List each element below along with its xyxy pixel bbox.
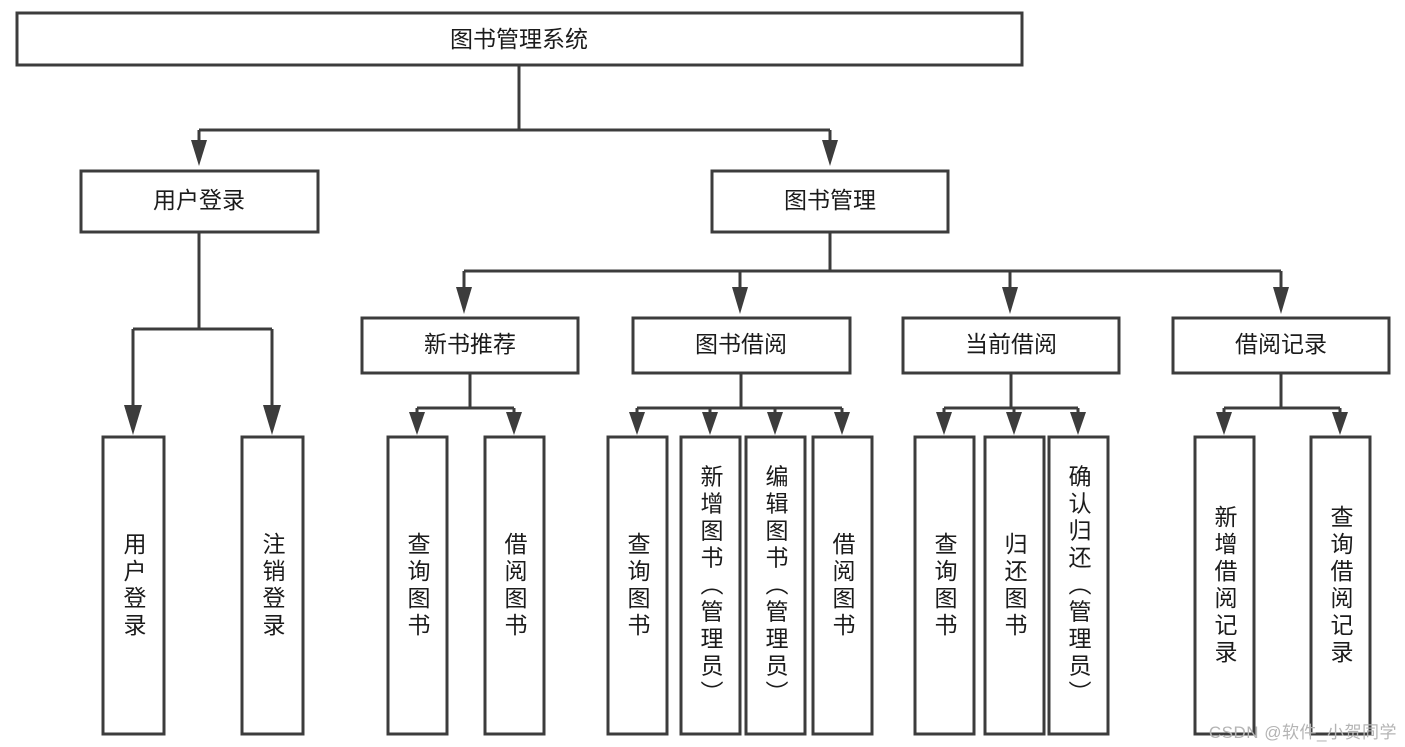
node-leaf-borrow-book-2-box[interactable] bbox=[811, 435, 874, 736]
node-new-book-rec-label: 新书推荐 bbox=[424, 331, 516, 357]
node-borrow-record[interactable]: 借阅记录 bbox=[1171, 316, 1391, 375]
node-root-label: 图书管理系统 bbox=[450, 26, 588, 52]
node-borrow-record-box[interactable] bbox=[1171, 316, 1391, 375]
arrow-to-leaf-add-book-admin bbox=[702, 412, 718, 435]
arrow-to-leaf-logout bbox=[263, 405, 281, 435]
node-book-manage-label: 图书管理 bbox=[784, 187, 876, 213]
node-leaf-query-book-1-label: 查询图书 bbox=[404, 532, 431, 640]
node-leaf-borrow-book-1[interactable]: 借阅图书 bbox=[483, 435, 546, 736]
node-leaf-add-borrow-record[interactable]: 新增借阅记录 bbox=[1193, 435, 1256, 736]
node-leaf-add-book-admin[interactable]: 新增图书（管理员） bbox=[679, 435, 742, 736]
arrow-to-leaf-query-book-1 bbox=[409, 412, 425, 435]
node-leaf-query-book-2[interactable]: 查询图书 bbox=[606, 435, 669, 736]
node-book-borrow-box[interactable] bbox=[631, 316, 852, 375]
node-current-borrow-label: 当前借阅 bbox=[965, 331, 1057, 357]
node-leaf-add-borrow-record-box[interactable] bbox=[1193, 435, 1256, 736]
node-leaf-user-login-label: 用户登录 bbox=[120, 532, 147, 640]
node-leaf-query-book-2-label: 查询图书 bbox=[624, 532, 651, 640]
node-leaf-borrow-book-2[interactable]: 借阅图书 bbox=[811, 435, 874, 736]
arrow-to-leaf-add-borrow-record bbox=[1216, 412, 1232, 435]
arrow-to-leaf-borrow-book-1 bbox=[506, 412, 522, 435]
node-book-manage[interactable]: 图书管理 bbox=[710, 169, 950, 234]
node-user-login-box[interactable] bbox=[79, 169, 320, 234]
node-book-borrow-label: 图书借阅 bbox=[695, 331, 787, 357]
node-leaf-user-login-box[interactable] bbox=[101, 435, 166, 736]
arrow-to-leaf-confirm-return-admin bbox=[1070, 412, 1086, 435]
node-current-borrow[interactable]: 当前借阅 bbox=[901, 316, 1121, 375]
node-leaf-return-book-box[interactable] bbox=[983, 435, 1046, 736]
node-leaf-add-book-admin-box[interactable] bbox=[679, 435, 742, 736]
node-leaf-borrow-book-1-label: 借阅图书 bbox=[501, 532, 528, 640]
node-leaf-add-borrow-record-label: 新增借阅记录 bbox=[1211, 505, 1238, 667]
arrow-to-leaf-query-book-3 bbox=[936, 412, 952, 435]
arrow-to-leaf-borrow-book-2 bbox=[834, 412, 850, 435]
node-leaf-return-book[interactable]: 归还图书 bbox=[983, 435, 1046, 736]
node-leaf-logout-label: 注销登录 bbox=[259, 532, 286, 640]
node-new-book-rec-box[interactable] bbox=[360, 316, 580, 375]
node-leaf-return-book-label: 归还图书 bbox=[1001, 532, 1028, 640]
arrow-to-userlogin bbox=[191, 140, 207, 166]
node-root-box[interactable] bbox=[15, 11, 1024, 67]
node-root[interactable]: 图书管理系统 bbox=[15, 11, 1024, 67]
node-leaf-edit-book-admin-label: 编辑图书（管理员） bbox=[762, 465, 789, 708]
arrow-to-leaf-user-login bbox=[124, 405, 142, 435]
node-leaf-confirm-return-admin[interactable]: 确认归还（管理员） bbox=[1047, 435, 1110, 736]
node-leaf-borrow-book-1-box[interactable] bbox=[483, 435, 546, 736]
node-leaf-logout-box[interactable] bbox=[240, 435, 305, 736]
node-leaf-query-borrow-record[interactable]: 查询借阅记录 bbox=[1309, 435, 1372, 736]
node-leaf-query-book-3-label: 查询图书 bbox=[931, 532, 958, 640]
node-leaf-query-borrow-record-box[interactable] bbox=[1309, 435, 1372, 736]
arrow-to-leaf-return-book bbox=[1006, 412, 1022, 435]
node-book-manage-box[interactable] bbox=[710, 169, 950, 234]
connector-layer bbox=[124, 65, 1348, 435]
node-leaf-query-book-1[interactable]: 查询图书 bbox=[386, 435, 449, 736]
arrow-to-leaf-edit-book-admin bbox=[767, 412, 783, 435]
node-user-login-label: 用户登录 bbox=[153, 187, 245, 213]
node-leaf-query-book-2-box[interactable] bbox=[606, 435, 669, 736]
node-leaf-logout[interactable]: 注销登录 bbox=[240, 435, 305, 736]
node-leaf-edit-book-admin-box[interactable] bbox=[744, 435, 807, 736]
csdn-watermark: CSDN @软件_小贺同学 bbox=[1208, 723, 1397, 742]
arrow-to-bookmanage bbox=[822, 140, 838, 166]
node-user-login[interactable]: 用户登录 bbox=[79, 169, 320, 234]
node-leaf-query-book-3[interactable]: 查询图书 bbox=[913, 435, 976, 736]
node-leaf-query-book-3-box[interactable] bbox=[913, 435, 976, 736]
node-leaf-edit-book-admin[interactable]: 编辑图书（管理员） bbox=[744, 435, 807, 736]
arrow-to-borrow-record bbox=[1273, 287, 1289, 314]
node-borrow-record-label: 借阅记录 bbox=[1235, 331, 1327, 357]
arrow-to-leaf-query-book-2 bbox=[629, 412, 645, 435]
arrow-to-current-borrow bbox=[1002, 287, 1018, 314]
node-leaf-query-book-1-box[interactable] bbox=[386, 435, 449, 736]
node-current-borrow-box[interactable] bbox=[901, 316, 1121, 375]
arrow-to-book-borrow bbox=[732, 287, 748, 314]
node-leaf-add-book-admin-label: 新增图书（管理员） bbox=[697, 465, 724, 708]
arrow-to-new-book-rec bbox=[456, 287, 472, 314]
node-leaf-query-borrow-record-label: 查询借阅记录 bbox=[1327, 505, 1354, 667]
node-leaf-user-login[interactable]: 用户登录 bbox=[101, 435, 166, 736]
node-leaf-borrow-book-2-label: 借阅图书 bbox=[829, 532, 856, 640]
node-leaf-confirm-return-admin-box[interactable] bbox=[1047, 435, 1110, 736]
arrow-to-leaf-query-borrow-record bbox=[1332, 412, 1348, 435]
node-book-borrow[interactable]: 图书借阅 bbox=[631, 316, 852, 375]
node-leaf-confirm-return-admin-label: 确认归还（管理员） bbox=[1065, 465, 1092, 708]
node-new-book-rec[interactable]: 新书推荐 bbox=[360, 316, 580, 375]
